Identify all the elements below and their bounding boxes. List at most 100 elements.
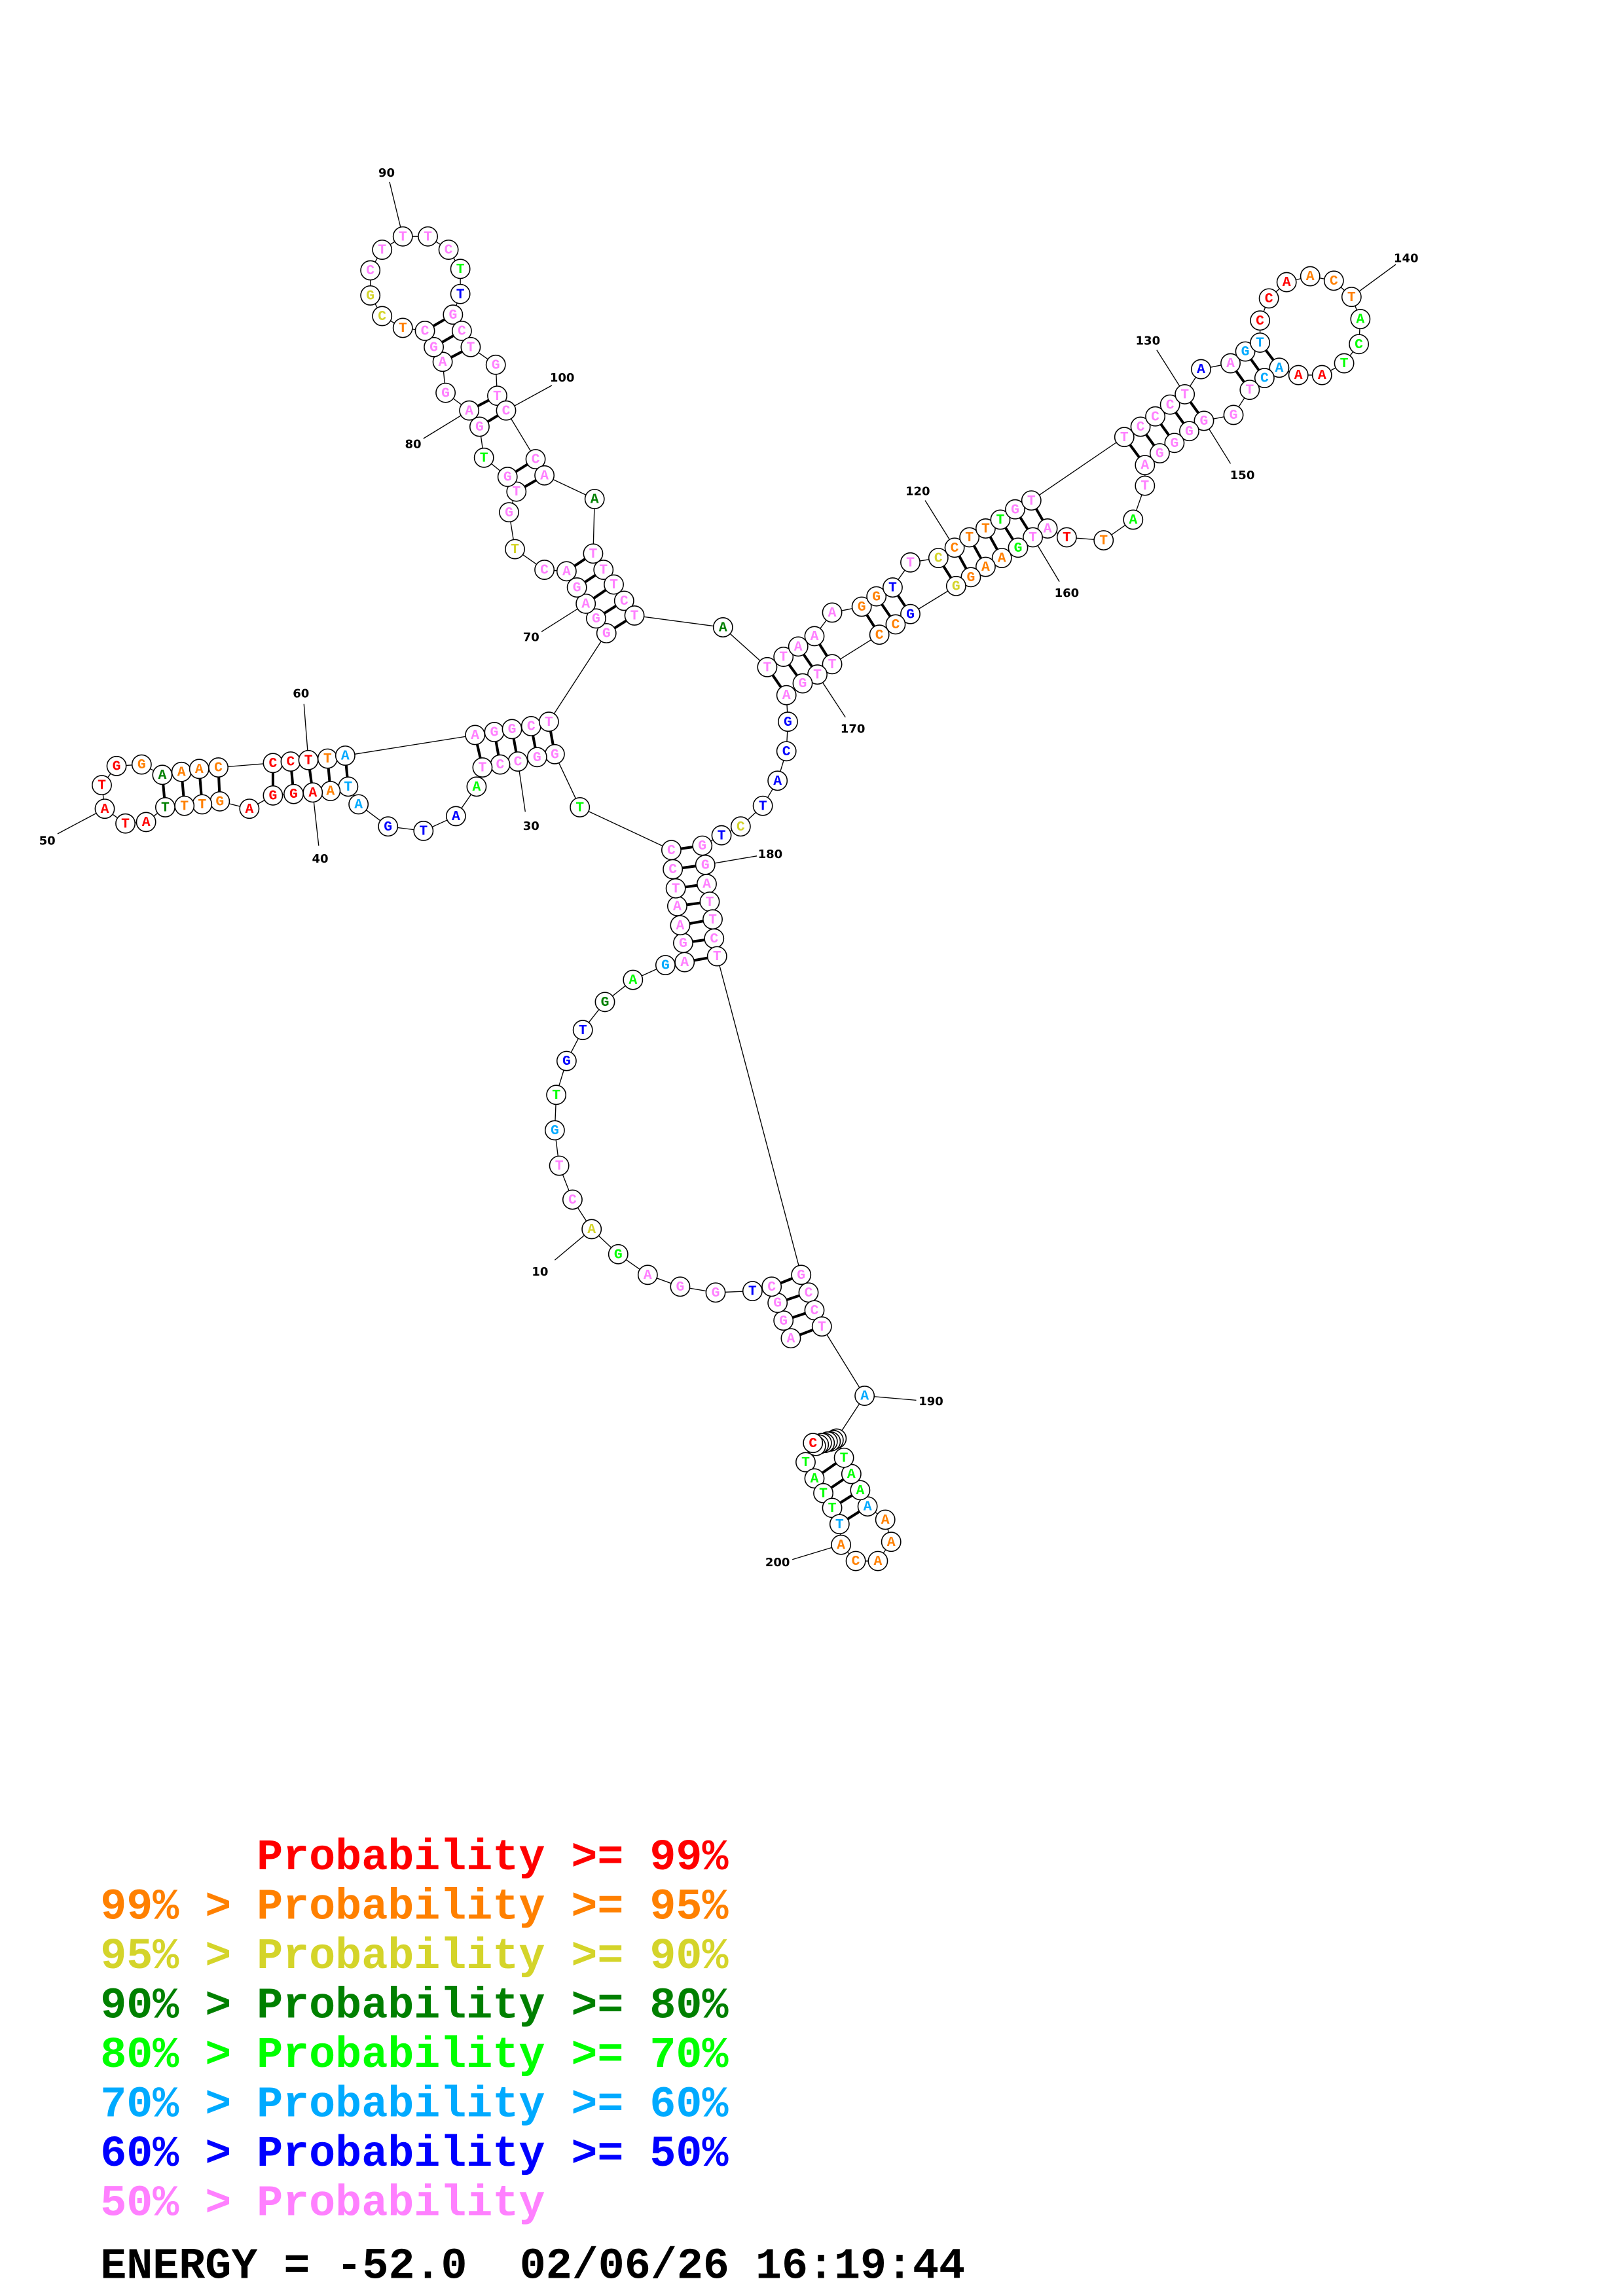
nucleotide-circle [867, 1551, 888, 1571]
nucleotide-base: G [602, 626, 611, 642]
nucleotide-base: A [465, 403, 473, 419]
nucleotide-base: C [809, 1436, 817, 1452]
nucleotide: A [975, 556, 996, 577]
position-label: 30 [523, 819, 539, 833]
nucleotide: T [811, 1316, 832, 1337]
nucleotide-base: A [794, 639, 803, 655]
nucleotide: T [392, 317, 413, 338]
nucleotide: T [538, 711, 559, 732]
nucleotide-circle [1056, 527, 1077, 548]
nucleotide-base: T [813, 668, 822, 683]
nucleotide-base: A [847, 1467, 856, 1482]
nucleotide: T [900, 552, 921, 573]
nucleotide-base: G [1230, 408, 1238, 423]
nucleotide-circle [833, 1447, 854, 1468]
nucleotide: G [556, 1050, 577, 1071]
nucleotide-base: A [828, 605, 837, 621]
nucleotide-base: T [996, 512, 1005, 528]
nucleotide-base: T [906, 555, 915, 571]
nucleotide-circle [813, 1482, 833, 1503]
nucleotide: C [520, 716, 541, 736]
nucleotide-base: T [579, 1023, 587, 1039]
nucleotide-circle [526, 747, 547, 768]
nucleotide: C [845, 1551, 866, 1571]
nucleotide-base: C [737, 819, 745, 835]
nucleotide-base: A [473, 780, 481, 795]
nucleotide: G [792, 673, 813, 694]
nucleotide: T [829, 1514, 850, 1535]
nucleotide: A [881, 1532, 902, 1552]
nucleotide-circle [115, 813, 136, 834]
nucleotide-circle [1005, 499, 1025, 520]
nucleotide-base: A [676, 918, 685, 934]
nucleotide: C [451, 321, 472, 341]
nucleotide-circle [460, 336, 481, 357]
nucleotide-circle [208, 757, 228, 778]
nucleotide: A [991, 548, 1012, 568]
backbone-segment [1030, 437, 1125, 501]
nucleotide-base: T [466, 340, 475, 355]
nucleotide: T [1023, 527, 1043, 548]
nucleotide-circle [549, 1155, 570, 1176]
nucleotide-circle [525, 449, 546, 469]
nucleotide-base: T [965, 530, 974, 546]
nucleotide: C [661, 840, 682, 861]
nucleotide: A [171, 761, 192, 782]
nucleotide: T [473, 447, 494, 468]
backbone-segment [634, 615, 723, 628]
nucleotide-circle [788, 636, 809, 657]
nucleotide-circle [1145, 406, 1166, 427]
nucleotide-base: T [610, 577, 618, 593]
nucleotide: G [695, 854, 716, 875]
backbone-segment [821, 1326, 866, 1396]
nucleotide-base: A [811, 629, 819, 645]
nucleotide-base: T [399, 229, 407, 245]
nucleotide: A [776, 685, 797, 706]
nucleotide-base: C [767, 1280, 776, 1295]
nucleotide: G [526, 747, 547, 768]
nucleotide-base: G [441, 386, 450, 401]
nucleotide: G [1008, 537, 1029, 558]
nucleotide: T [392, 226, 413, 247]
nucleotide-base: G [872, 589, 881, 605]
nucleotide: C [438, 240, 459, 260]
nucleotide-base: G [505, 505, 513, 521]
nucleotide-base: T [840, 1450, 848, 1466]
nucleotide-base: A [811, 1471, 819, 1487]
nucleotide: T [1056, 527, 1077, 548]
nucleotide: A [875, 1509, 896, 1530]
nucleotide-base: C [782, 744, 791, 760]
nucleotide-circle [1235, 341, 1256, 362]
nucleotide-circle [360, 285, 381, 306]
nucleotide: C [803, 1433, 824, 1454]
nucleotide-base: T [888, 581, 897, 596]
nucleotide-circle [1220, 353, 1241, 374]
nucleotide: C [1130, 416, 1151, 437]
legend-row: 80% >Probability >= 70% [100, 2031, 729, 2081]
nucleotide-circle [1349, 334, 1370, 355]
nucleotide-circle [583, 543, 604, 564]
nucleotide-circle [776, 685, 797, 706]
nucleotide-base: C [214, 761, 223, 776]
nucleotide-circle [1223, 404, 1244, 425]
nucleotide-circle [469, 416, 490, 437]
nucleotide: G [960, 567, 981, 588]
nucleotide-base: A [562, 564, 571, 580]
nucleotide: T [1334, 353, 1355, 374]
nucleotide-base: A [452, 809, 460, 825]
nucleotide-circle [1021, 490, 1042, 511]
nucleotide: T [92, 775, 112, 796]
nucleotide-base: G [779, 1314, 788, 1329]
nucleotide-circle [881, 1532, 902, 1552]
nucleotide-base: C [568, 1193, 577, 1208]
nucleotide: C [776, 741, 797, 762]
nucleotide-base: T [801, 1455, 810, 1471]
nucleotide-circle [472, 757, 493, 778]
legend-label: Probability >= 80% [257, 1982, 729, 2032]
nucleotide-base: T [456, 287, 465, 302]
nucleotide-base: T [512, 484, 520, 500]
nucleotide: T [155, 797, 175, 817]
nucleotide-base: T [1140, 478, 1149, 494]
nucleotide: C [798, 1282, 819, 1303]
